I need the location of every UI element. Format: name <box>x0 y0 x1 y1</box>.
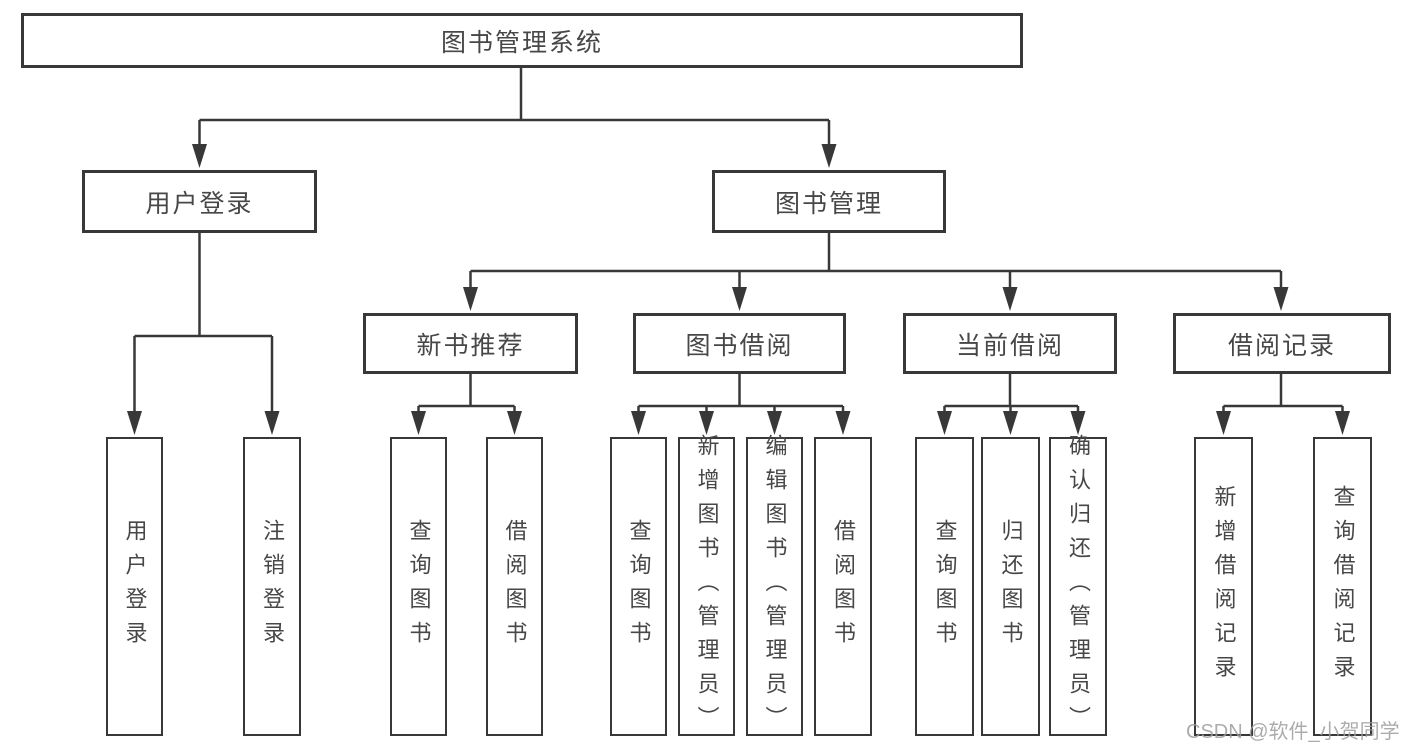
leaf-query-books-current: 查询图书 <box>915 437 974 736</box>
leaf-confirm-return-admin: 确认归还（管理员） <box>1049 434 1107 740</box>
connector-root-to-level2 <box>192 68 837 168</box>
node-book-borrowing: 图书借阅 <box>633 313 846 374</box>
leaf-return-books: 归还图书 <box>981 437 1040 736</box>
leaf-add-books-admin-label: 新增图书（管理员） <box>694 433 720 740</box>
connector-borrow-record-branch <box>1216 374 1350 435</box>
leaf-edit-books-admin-label: 编辑图书（管理员） <box>762 433 788 740</box>
connector-book-borrow-branch <box>631 374 851 435</box>
leaf-borrow-books: 借阅图书 <box>814 437 872 736</box>
leaf-borrow-books-label: 借阅图书 <box>831 518 856 655</box>
connector-new-rec-branch <box>411 374 522 435</box>
connector-book-mgmt-to-level3 <box>463 233 1289 311</box>
leaf-confirm-return-admin-label: 确认归还（管理员） <box>1066 433 1091 740</box>
leaf-query-books-rec: 查询图书 <box>390 437 447 736</box>
node-library-management-system: 图书管理系统 <box>21 13 1023 68</box>
node-user-login: 用户登录 <box>82 170 317 233</box>
leaf-user-login: 用户登录 <box>106 437 163 736</box>
leaf-logout: 注销登录 <box>243 437 301 736</box>
leaf-add-borrow-record: 新增借阅记录 <box>1194 437 1253 736</box>
leaf-query-borrow-record-label: 查询借阅记录 <box>1330 484 1356 689</box>
leaf-logout-label: 注销登录 <box>260 518 285 655</box>
leaf-query-books-borrow-label: 查询图书 <box>626 518 652 655</box>
leaf-borrow-books-rec: 借阅图书 <box>486 437 543 736</box>
leaf-query-books-borrow: 查询图书 <box>610 437 667 736</box>
leaf-query-borrow-record: 查询借阅记录 <box>1313 437 1372 736</box>
node-new-book-recommendation: 新书推荐 <box>363 313 578 374</box>
node-borrowing-records: 借阅记录 <box>1173 313 1391 374</box>
connector-user-login-branch <box>127 233 280 435</box>
leaf-user-login-label: 用户登录 <box>122 518 148 655</box>
leaf-borrow-books-rec-label: 借阅图书 <box>502 518 528 655</box>
leaf-return-books-label: 归还图书 <box>998 518 1024 655</box>
csdn-watermark: CSDN @软件_小贺同学 <box>1186 721 1400 743</box>
leaf-query-books-current-label: 查询图书 <box>932 518 958 655</box>
node-current-borrowing: 当前借阅 <box>903 313 1117 374</box>
leaf-add-books-admin: 新增图书（管理员） <box>678 434 735 740</box>
connector-current-borrow-branch <box>937 374 1086 435</box>
leaf-add-borrow-record-label: 新增借阅记录 <box>1211 484 1237 689</box>
leaf-query-books-rec-label: 查询图书 <box>406 518 432 655</box>
leaf-edit-books-admin: 编辑图书（管理员） <box>746 434 803 740</box>
node-book-management: 图书管理 <box>712 170 946 233</box>
